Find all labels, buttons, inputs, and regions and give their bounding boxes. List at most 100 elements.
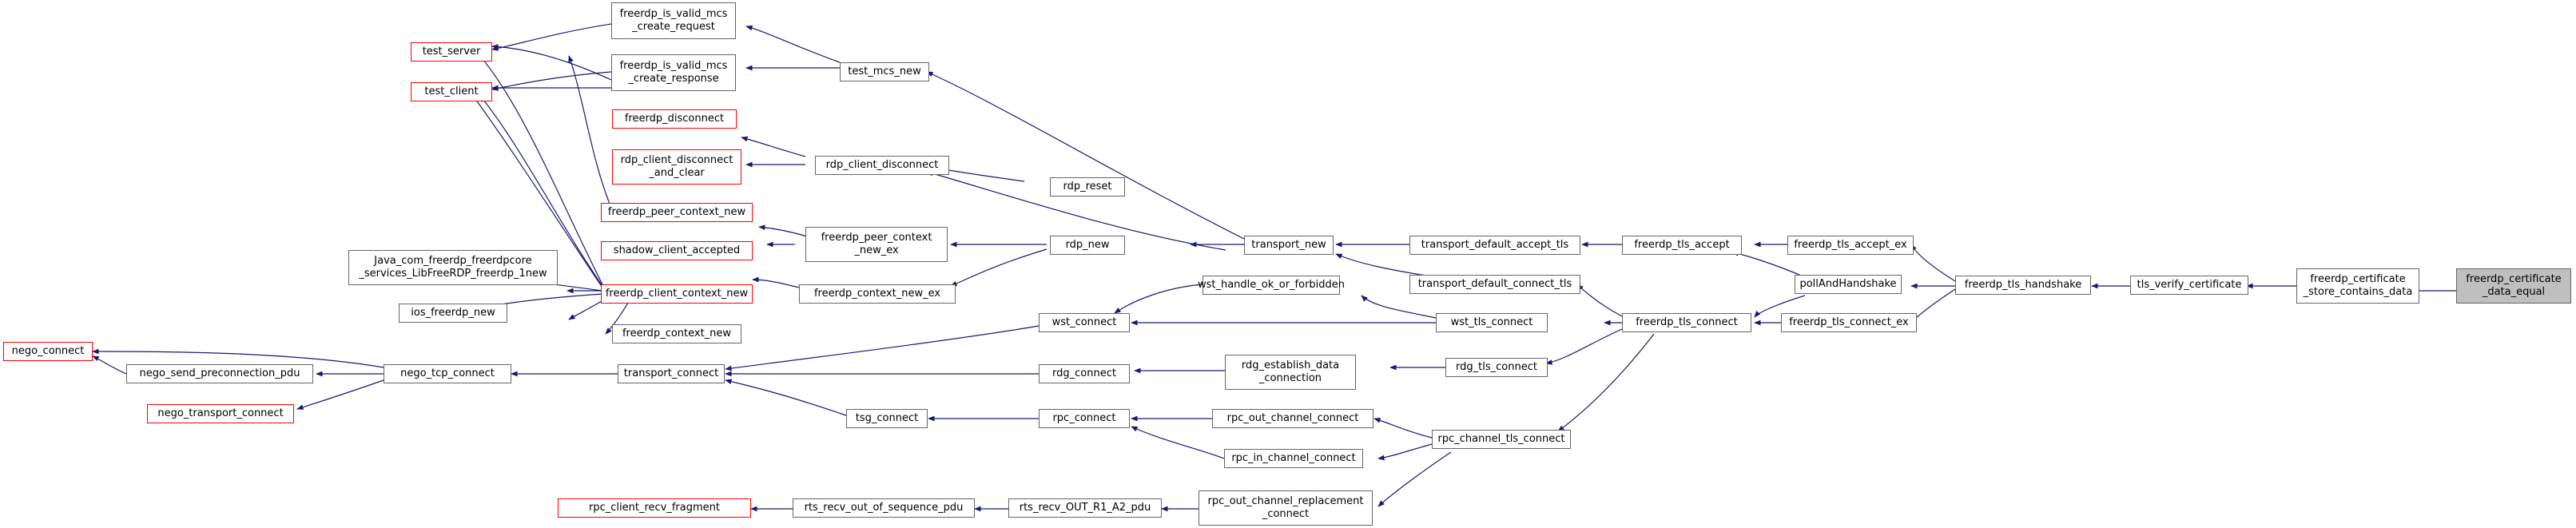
- node-label: rdp_client_disconnect: [620, 154, 733, 166]
- node-rpc-out-channel-connect[interactable]: rpc_out_channel_connect: [1212, 409, 1373, 428]
- node-poll-and-handshake[interactable]: pollAndHandshake: [1795, 275, 1902, 294]
- node-label: freerdp_tls_connect: [1636, 316, 1738, 328]
- edge: [1131, 426, 1225, 459]
- node-transport-default-connect-tls[interactable]: transport_default_connect_tls: [1409, 275, 1580, 294]
- node-label: wst_connect: [1051, 316, 1117, 328]
- edge: [950, 248, 1047, 287]
- node-label: shadow_client_accepted: [613, 244, 741, 256]
- node-label: rts_recv_out_of_sequence_pdu: [804, 502, 964, 514]
- node-label: _connection: [1258, 372, 1322, 384]
- node-rts-recv-out-r1-a2-pdu[interactable]: rts_recv_OUT_R1_A2_pdu: [1008, 498, 1162, 518]
- node-label: nego_connect: [11, 345, 85, 357]
- node-nego-send-preconnection-pdu[interactable]: nego_send_preconnection_pdu: [126, 364, 313, 383]
- node-label: wst_handle_ok_or_forbidden: [1197, 279, 1346, 291]
- node-rdp-client-disconnect[interactable]: rdp_client_disconnect: [815, 156, 949, 175]
- node-freerdp-context-new-ex[interactable]: freerdp_context_new_ex: [799, 284, 956, 304]
- node-ios-freerdp-new[interactable]: ios_freerdp_new: [399, 304, 507, 323]
- node-freerdp-context-new[interactable]: freerdp_context_new: [612, 324, 741, 343]
- node-label: freerdp_peer_context: [821, 232, 932, 244]
- node-transport-connect[interactable]: transport_connect: [618, 364, 725, 383]
- node-label: rpc_client_recv_fragment: [589, 502, 720, 514]
- node-tsg-connect[interactable]: tsg_connect: [846, 409, 928, 428]
- node-wst-connect[interactable]: wst_connect: [1039, 313, 1130, 332]
- node-rdg-connect[interactable]: rdg_connect: [1039, 364, 1130, 383]
- node-test-server[interactable]: test_server: [411, 42, 492, 62]
- node-freerdp-tls-handshake[interactable]: freerdp_tls_handshake: [1955, 276, 2091, 295]
- node-transport-new[interactable]: transport_new: [1244, 236, 1334, 255]
- node-tls-verify-certificate[interactable]: tls_verify_certificate: [2130, 276, 2248, 295]
- edge: [725, 379, 847, 416]
- edge: [926, 170, 1226, 251]
- node-freerdp-tls-connect-ex[interactable]: freerdp_tls_connect_ex: [1781, 313, 1917, 332]
- node-wst-tls-connect[interactable]: wst_tls_connect: [1436, 313, 1548, 332]
- node-label: tsg_connect: [855, 412, 919, 424]
- node-rpc-out-channel-replacement-connect[interactable]: rpc_out_channel_replacement_connect: [1199, 490, 1373, 526]
- node-freerdp-peer-context-new[interactable]: freerdp_peer_context_new: [601, 203, 753, 222]
- node-rdg-establish-data-connection[interactable]: rdg_establish_data_connection: [1225, 355, 1356, 390]
- node-rpc-client-recv-fragment[interactable]: rpc_client_recv_fragment: [558, 498, 751, 518]
- edge: [1373, 417, 1433, 439]
- edge: [1910, 244, 1956, 282]
- node-label: rpc_out_channel_replacement: [1207, 495, 1364, 507]
- edge: [1377, 443, 1433, 461]
- node-freerdp-peer-context-new-ex[interactable]: freerdp_peer_context_new_ex: [805, 227, 948, 262]
- node-rdp-reset[interactable]: rdp_reset: [1050, 177, 1125, 197]
- node-freerdp-tls-accept-ex[interactable]: freerdp_tls_accept_ex: [1787, 236, 1914, 255]
- node-rpc-channel-tls-connect[interactable]: rpc_channel_tls_connect: [1432, 430, 1571, 449]
- node-label: rpc_in_channel_connect: [1231, 452, 1356, 464]
- node-rpc-connect[interactable]: rpc_connect: [1039, 409, 1130, 428]
- node-label: freerdp_is_valid_mcs: [619, 60, 728, 72]
- node-freerdp-is-valid-mcs-create-response[interactable]: freerdp_is_valid_mcs_create_response: [611, 54, 736, 91]
- edge: [92, 355, 127, 375]
- node-label: freerdp_peer_context_new: [607, 206, 746, 218]
- node-label: _services_LibFreeRDP_freerdp_1new: [359, 268, 547, 280]
- node-shadow-client-accepted[interactable]: shadow_client_accepted: [601, 241, 753, 260]
- node-label: freerdp_tls_accept_ex: [1794, 239, 1907, 251]
- node-rdp-new[interactable]: rdp_new: [1050, 236, 1125, 255]
- node-freerdp-certificate-store-contains-data[interactable]: freerdp_certificate_store_contains_data: [2296, 268, 2419, 304]
- node-label: ios_freerdp_new: [411, 307, 495, 319]
- node-test-mcs-new[interactable]: test_mcs_new: [840, 62, 929, 81]
- node-label: nego_transport_connect: [157, 407, 284, 419]
- node-freerdp-disconnect[interactable]: freerdp_disconnect: [612, 109, 737, 129]
- node-freerdp-client-context-new[interactable]: freerdp_client_context_new: [601, 284, 753, 304]
- node-test-client[interactable]: test_client: [411, 82, 492, 101]
- edge: [942, 167, 1025, 182]
- node-label: transport_default_connect_tls: [1417, 278, 1572, 290]
- node-label: _data_equal: [2482, 286, 2546, 298]
- node-rts-recv-out-of-sequence-pdu[interactable]: rts_recv_out_of_sequence_pdu: [793, 498, 975, 518]
- node-transport-default-accept-tls[interactable]: transport_default_accept_tls: [1409, 236, 1580, 255]
- edge: [1731, 250, 1806, 278]
- node-label: wst_tls_connect: [1450, 316, 1533, 328]
- node-rdg-tls-connect[interactable]: rdg_tls_connect: [1445, 358, 1548, 377]
- node-rpc-in-channel-connect[interactable]: rpc_in_channel_connect: [1224, 449, 1363, 468]
- node-nego-tcp-connect[interactable]: nego_tcp_connect: [384, 364, 511, 383]
- node-rdp-client-disconnect-and-clear[interactable]: rdp_client_disconnect_and_clear: [612, 149, 741, 185]
- node-freerdp-tls-connect[interactable]: freerdp_tls_connect: [1622, 313, 1751, 332]
- node-label: test_server: [422, 46, 481, 58]
- edge: [1377, 451, 1452, 507]
- node-freerdp-is-valid-mcs-create-request[interactable]: freerdp_is_valid_mcs_create_request: [611, 2, 736, 39]
- node-wst-handle-ok-or-forbidden[interactable]: wst_handle_ok_or_forbidden: [1198, 276, 1345, 295]
- node-label: rts_recv_OUT_R1_A2_pdu: [1019, 502, 1151, 514]
- edge: [1545, 328, 1623, 365]
- node-label: freerdp_client_context_new: [605, 288, 749, 300]
- node-label: freerdp_context_new: [622, 328, 732, 339]
- node-freerdp-tls-accept[interactable]: freerdp_tls_accept: [1622, 236, 1742, 255]
- edge: [491, 23, 612, 51]
- edge: [491, 71, 612, 91]
- node-label: freerdp_context_new_ex: [813, 288, 941, 300]
- edge: [92, 348, 384, 368]
- node-label: rpc_out_channel_connect: [1226, 412, 1359, 424]
- node-label: transport_connect: [623, 367, 719, 379]
- node-label: rdg_establish_data: [1241, 359, 1340, 371]
- edge: [1335, 253, 1432, 277]
- node-java-com-freerdp-freerdp-1new[interactable]: Java_com_freerdp_freerdpcore_services_Li…: [348, 250, 558, 285]
- node-nego-transport-connect[interactable]: nego_transport_connect: [147, 404, 294, 423]
- edge: [745, 25, 841, 63]
- node-label: _create_response: [628, 73, 719, 85]
- node-label: tls_verify_certificate: [2137, 279, 2242, 291]
- node-nego-connect[interactable]: nego_connect: [3, 342, 93, 361]
- node-label: Java_com_freerdp_freerdpcore: [374, 255, 532, 267]
